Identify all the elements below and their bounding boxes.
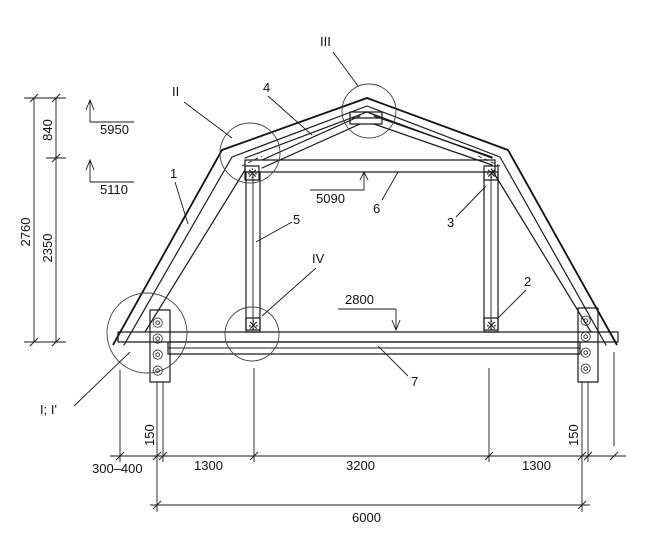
svg-text:◎: ◎ xyxy=(152,346,163,361)
svg-text:◎: ◎ xyxy=(580,360,591,375)
node-label-iii: III xyxy=(320,34,331,49)
part-label-7: 7 xyxy=(411,374,418,389)
wall-right: ◎ ◎ ◎ ◎ xyxy=(577,307,599,383)
dim-wall-right: 150 xyxy=(566,424,581,446)
level-collar: 5090 xyxy=(316,191,345,206)
svg-text:◎: ◎ xyxy=(580,328,591,343)
dim-span-right: 1300 xyxy=(522,458,551,473)
svg-text:◎: ◎ xyxy=(580,312,591,327)
node-circle-ii xyxy=(219,122,281,184)
svg-text:◎: ◎ xyxy=(152,362,163,377)
svg-text:◎: ◎ xyxy=(580,344,591,359)
level-markers: 5950 5110 5090 2800 xyxy=(85,98,401,332)
part-label-5: 5 xyxy=(293,212,300,227)
dim-overall: 6000 xyxy=(352,510,381,525)
svg-text:◎: ◎ xyxy=(152,330,163,345)
level-ridge: 5950 xyxy=(100,122,129,137)
svg-text:※: ※ xyxy=(486,318,497,333)
dim-span-left: 1300 xyxy=(194,458,223,473)
node-label-i: I; I' xyxy=(40,402,57,417)
level-floor: 2800 xyxy=(345,292,374,307)
posts: ※ ※ ※ ※ xyxy=(244,165,499,333)
collar-beam xyxy=(244,159,496,173)
vertical-dim-total: 2760 xyxy=(18,218,33,247)
part-label-1: 1 xyxy=(170,166,177,181)
horizontal-dimensions: 300–400 150 1300 3200 1300 150 6000 xyxy=(92,352,626,525)
node-labels: II III IV I; I' xyxy=(40,34,359,417)
roof-outline xyxy=(112,97,618,346)
vertical-dim-upper: 840 xyxy=(40,119,55,141)
level-knee: 5110 xyxy=(100,182,128,197)
vertical-dim-lower: 2350 xyxy=(40,234,55,263)
part-label-3: 3 xyxy=(447,215,454,230)
svg-text:※: ※ xyxy=(248,318,259,333)
part-label-6: 6 xyxy=(373,201,380,216)
node-circle-i xyxy=(106,292,188,374)
svg-text:※: ※ xyxy=(486,166,497,181)
wall-left: ◎ ◎ ◎ ◎ xyxy=(149,309,171,383)
node-circle-iii xyxy=(341,83,397,139)
svg-text:※: ※ xyxy=(247,166,258,181)
dim-overhang: 300–400 xyxy=(92,461,143,476)
floor-beam xyxy=(117,331,619,355)
vertical-dimensions: 2760 840 2350 xyxy=(18,93,66,347)
part-label-2: 2 xyxy=(524,274,531,289)
node-label-iv: IV xyxy=(312,251,325,266)
part-labels: 1 4 5 6 3 2 7 xyxy=(170,80,531,389)
node-label-ii: II xyxy=(172,84,179,99)
node-circle-iv xyxy=(224,306,280,362)
dim-wall-left: 150 xyxy=(142,424,157,446)
svg-text:◎: ◎ xyxy=(152,314,163,329)
node-circles xyxy=(106,83,397,374)
part-label-4: 4 xyxy=(263,80,270,95)
dim-span-mid: 3200 xyxy=(346,458,375,473)
